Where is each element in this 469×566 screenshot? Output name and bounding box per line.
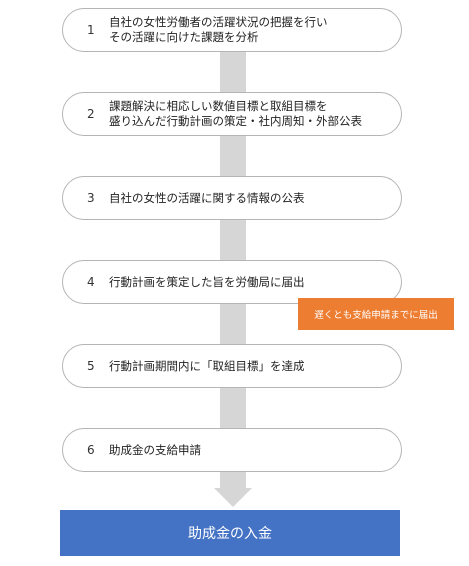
step-1: 1 自社の女性労働者の活躍状況の把握を行い その活躍に向けた課題を分析 bbox=[62, 8, 402, 52]
step-number: 4 bbox=[87, 275, 95, 289]
step-number: 2 bbox=[87, 107, 95, 121]
step-number: 5 bbox=[87, 359, 95, 373]
connector-6-result bbox=[220, 470, 246, 490]
step-text: 助成金の支給申請 bbox=[109, 442, 201, 457]
step-text: 行動計画を策定した旨を労働局に届出 bbox=[109, 274, 305, 289]
step-text: 自社の女性の活躍に関する情報の公表 bbox=[109, 190, 305, 205]
step-5: 5 行動計画期間内に「取組目標」を達成 bbox=[62, 344, 402, 388]
connector-1-2 bbox=[220, 50, 246, 92]
step-number: 1 bbox=[87, 23, 95, 37]
step-6: 6 助成金の支給申請 bbox=[62, 428, 402, 472]
step-number: 6 bbox=[87, 443, 95, 457]
result-box: 助成金の入金 bbox=[60, 510, 400, 556]
connector-5-6 bbox=[220, 386, 246, 428]
step-text: 行動計画期間内に「取組目標」を達成 bbox=[109, 358, 305, 373]
step-text: 自社の女性労働者の活躍状況の把握を行い その活躍に向けた課題を分析 bbox=[109, 15, 328, 44]
arrow-down-icon bbox=[214, 488, 252, 507]
step-text: 課題解決に相応しい数値目標と取組目標を 盛り込んだ行動計画の策定・社内周知・外部… bbox=[109, 99, 362, 128]
step-3: 3 自社の女性の活躍に関する情報の公表 bbox=[62, 176, 402, 220]
connector-3-4 bbox=[220, 218, 246, 260]
connector-4-5 bbox=[220, 302, 246, 344]
step-number: 3 bbox=[87, 191, 95, 205]
deadline-note: 遅くとも支給申請までに届出 bbox=[298, 298, 454, 330]
step-4: 4 行動計画を策定した旨を労働局に届出 bbox=[62, 260, 402, 304]
step-2: 2 課題解決に相応しい数値目標と取組目標を 盛り込んだ行動計画の策定・社内周知・… bbox=[62, 92, 402, 136]
connector-2-3 bbox=[220, 134, 246, 176]
